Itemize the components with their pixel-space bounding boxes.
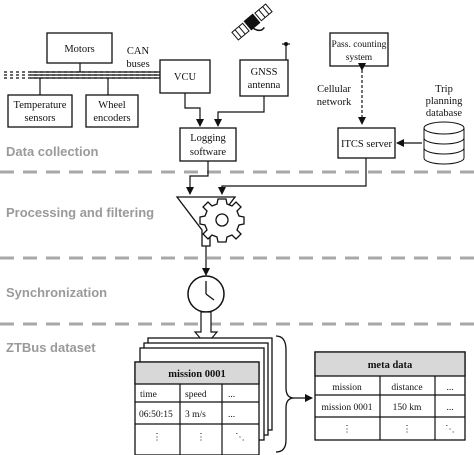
itcs-to-funnel-arrow <box>218 158 367 195</box>
mission-cell-speed: 3 m/s <box>185 410 206 420</box>
pass-counting-label-2: system <box>346 53 373 63</box>
temperature-label-2: sensors <box>25 113 56 124</box>
can-label-1: CAN <box>127 46 150 57</box>
logging-label-2: software <box>190 147 226 158</box>
cellular-label-1: Cellular <box>317 84 351 95</box>
meta-header-mission: mission <box>332 383 362 393</box>
itcs-box <box>337 127 396 159</box>
mission-header-speed: speed <box>185 390 207 400</box>
itcs-label: ITCS server <box>341 139 393 150</box>
gnss-to-logging-arrow <box>214 96 265 127</box>
gnss-box <box>239 59 289 97</box>
mission-table: mission 0001 time speed ... 06:50:15 3 m… <box>134 361 260 455</box>
mission-ellipsis-1: ⋮ <box>152 433 162 443</box>
logging-to-funnel-arrow <box>186 161 209 195</box>
meta-ellipsis-2: ⋮ <box>402 425 412 435</box>
trip-label-1: Trip <box>435 84 453 95</box>
meta-ellipsis-1: ⋮ <box>342 425 352 435</box>
clock-icon <box>187 275 225 313</box>
mission-cell-more: ... <box>228 410 235 420</box>
mission-header-time: time <box>140 390 157 400</box>
vcu-to-logging-arrow <box>184 93 204 127</box>
meta-cell-distance: 150 km <box>393 403 422 413</box>
meta-ellipsis-3: ⋱ <box>445 425 455 435</box>
stage-processing: Processing and filtering <box>6 205 154 220</box>
wheel-label-2: encoders <box>93 113 130 124</box>
stage-dataset: ZTBus dataset <box>6 340 96 355</box>
temperature-box <box>7 94 73 128</box>
satellite-icon <box>231 3 273 41</box>
meta-header-distance: distance <box>391 383 422 393</box>
mission-cell-time: 06:50:15 <box>139 410 173 420</box>
meta-header-more: ... <box>446 383 453 393</box>
gnss-label-2: antenna <box>248 80 281 91</box>
dataset-brace <box>275 335 295 453</box>
temperature-label-1: Temperature <box>14 100 67 111</box>
motors-label: Motors <box>64 44 94 55</box>
wheel-box <box>85 94 139 128</box>
meta-title: meta data <box>368 360 413 371</box>
mission-ellipsis-3: ⋱ <box>235 433 245 443</box>
meta-cell-more: ... <box>446 403 453 413</box>
motors-box <box>46 32 113 64</box>
database-icon <box>423 121 465 165</box>
cellular-label-2: network <box>317 97 352 108</box>
gear-icon <box>199 198 245 243</box>
mission-title: mission 0001 <box>168 369 225 380</box>
trip-label-2: planning <box>426 96 463 107</box>
vcu-label: VCU <box>174 72 197 83</box>
trip-label-3: database <box>426 108 462 119</box>
mission-header-more: ... <box>228 390 235 400</box>
mission-ellipsis-2: ⋮ <box>196 433 206 443</box>
can-label-2: buses <box>126 59 149 70</box>
meta-cell-mission: mission 0001 <box>322 403 373 413</box>
pass-counting-label-1: Pass. counting <box>332 40 387 50</box>
meta-table: meta data mission distance ... mission 0… <box>314 351 466 441</box>
wheel-label-1: Wheel <box>98 100 125 111</box>
can-bus-lines <box>4 62 160 95</box>
gnss-label-1: GNSS <box>251 67 278 78</box>
stage-data-collection: Data collection <box>6 144 99 159</box>
stage-sync: Synchronization <box>6 285 107 300</box>
logging-label-1: Logging <box>190 133 226 144</box>
antenna-icon <box>282 42 290 60</box>
logging-box <box>179 127 237 162</box>
